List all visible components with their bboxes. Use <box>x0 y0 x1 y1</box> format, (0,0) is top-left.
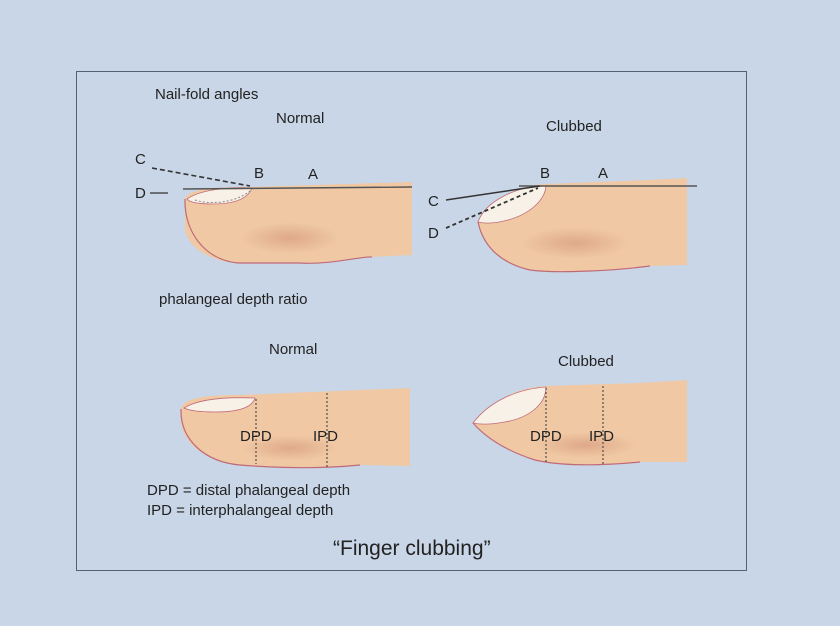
clubbed-finger-nailfold: B A C D <box>428 165 697 272</box>
ipd-label: IPD <box>589 428 614 445</box>
ipd-label: IPD <box>313 428 338 445</box>
point-c-label: C <box>428 193 439 210</box>
point-c-label: C <box>135 151 146 168</box>
point-b-label: B <box>254 165 264 182</box>
point-d-label: D <box>428 225 439 242</box>
normal-finger-depth: DPD IPD <box>181 388 410 468</box>
point-a-label: A <box>308 166 318 183</box>
point-b-label: B <box>540 165 550 182</box>
clubbed-finger-depth: DPD IPD <box>473 380 687 465</box>
point-a-label: A <box>598 165 608 182</box>
point-d-label: D <box>135 185 146 202</box>
dpd-label: DPD <box>240 428 272 445</box>
normal-finger-nailfold: B A C D <box>135 151 412 263</box>
dpd-label: DPD <box>530 428 562 445</box>
